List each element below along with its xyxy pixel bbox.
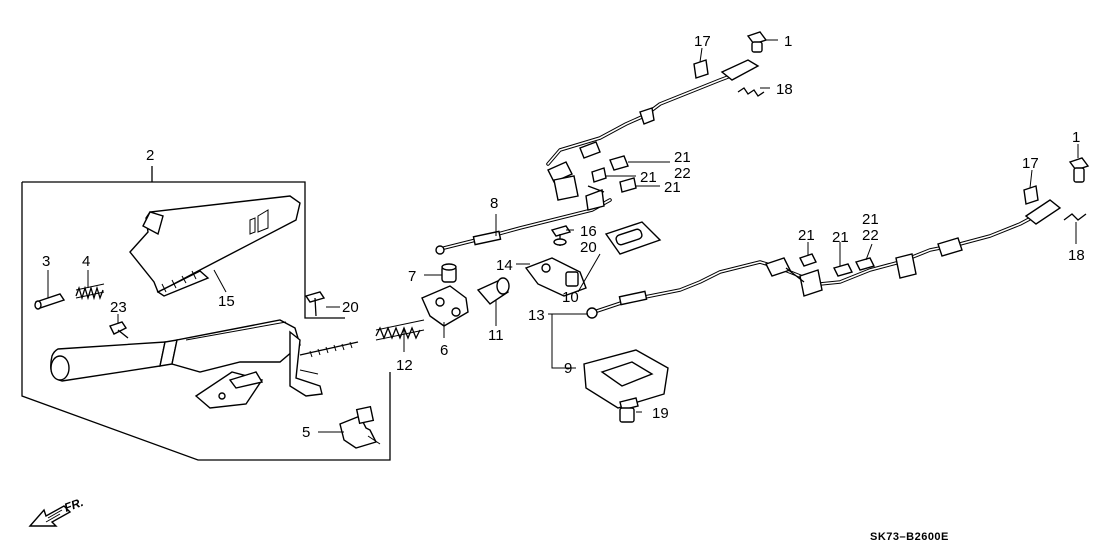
diagram-code: SK73–B2600E [870, 531, 949, 543]
clip-18-upper [737, 87, 765, 97]
right-rear-cable [586, 199, 1062, 319]
clip-18-right [1063, 213, 1087, 221]
bolt-16 [550, 225, 572, 246]
adjuster-11 [476, 277, 510, 305]
callout-4: 4 [82, 253, 90, 270]
callout-18-right: 18 [1068, 247, 1085, 264]
spring-12 [375, 319, 425, 341]
bolts-21-upper [591, 155, 637, 193]
callout-12: 12 [396, 357, 413, 374]
callout-18-upper: 18 [776, 81, 793, 98]
bolt-19 [619, 397, 639, 423]
callout-20-left: 20 [342, 299, 359, 316]
assembly-group-outline [21, 166, 391, 461]
cable-guide-14 [524, 257, 587, 297]
collar-7 [441, 263, 457, 283]
callout-21-c: 21 [664, 179, 681, 196]
callout-21-b: 21 [640, 169, 657, 186]
callout-22-a: 22 [674, 165, 691, 182]
callout-22-b: 22 [862, 227, 879, 244]
lever-spring-4 [75, 283, 105, 301]
bolt-23 [109, 321, 129, 339]
cable-clip-17-right [1023, 185, 1039, 205]
callout-20-center: 20 [580, 239, 597, 256]
callout-16: 16 [580, 223, 597, 240]
callout-1-upper: 1 [784, 33, 792, 50]
grommet-1-upper [746, 31, 768, 53]
callout-11: 11 [488, 327, 504, 344]
callout-8: 8 [490, 195, 498, 212]
callout-21-e: 21 [832, 229, 849, 246]
callout-13: 13 [528, 307, 545, 324]
callout-5: 5 [302, 424, 310, 441]
cable-clip-17-upper [693, 59, 709, 79]
callout-7: 7 [408, 268, 416, 285]
callout-21-d: 21 [798, 227, 815, 244]
callout-14: 14 [496, 257, 513, 274]
brake-lever [50, 319, 359, 409]
bolts-21-right [799, 253, 876, 277]
lever-cover [129, 195, 301, 297]
callout-9: 9 [564, 360, 572, 377]
callout-23: 23 [110, 299, 127, 316]
callout-6: 6 [440, 342, 448, 359]
bolt-20-left [304, 291, 326, 317]
callout-labels: 2 3 4 23 15 20 5 12 6 7 11 8 14 10 16 20… [42, 33, 1085, 441]
callout-1-right: 1 [1072, 129, 1080, 146]
guide-plate-10 [604, 221, 662, 255]
callout-19: 19 [652, 405, 669, 422]
leader-lines [47, 39, 1079, 433]
left-rear-cable [435, 59, 760, 255]
callout-21-a: 21 [674, 149, 691, 166]
front-label: FR. [62, 495, 85, 515]
equalizer-6 [421, 285, 469, 327]
boot-9 [583, 349, 669, 409]
callout-3: 3 [42, 253, 50, 270]
callout-15: 15 [218, 293, 235, 310]
callout-17-upper: 17 [694, 33, 711, 50]
callout-2: 2 [146, 147, 154, 164]
callout-17-right: 17 [1022, 155, 1039, 172]
front-direction-indicator: FR. [28, 495, 85, 527]
callout-21-f: 21 [862, 211, 879, 228]
grommet-1-right [1068, 157, 1090, 183]
parking-switch-5 [339, 405, 381, 449]
lever-pin-3 [34, 293, 66, 310]
callout-10: 10 [562, 289, 579, 306]
